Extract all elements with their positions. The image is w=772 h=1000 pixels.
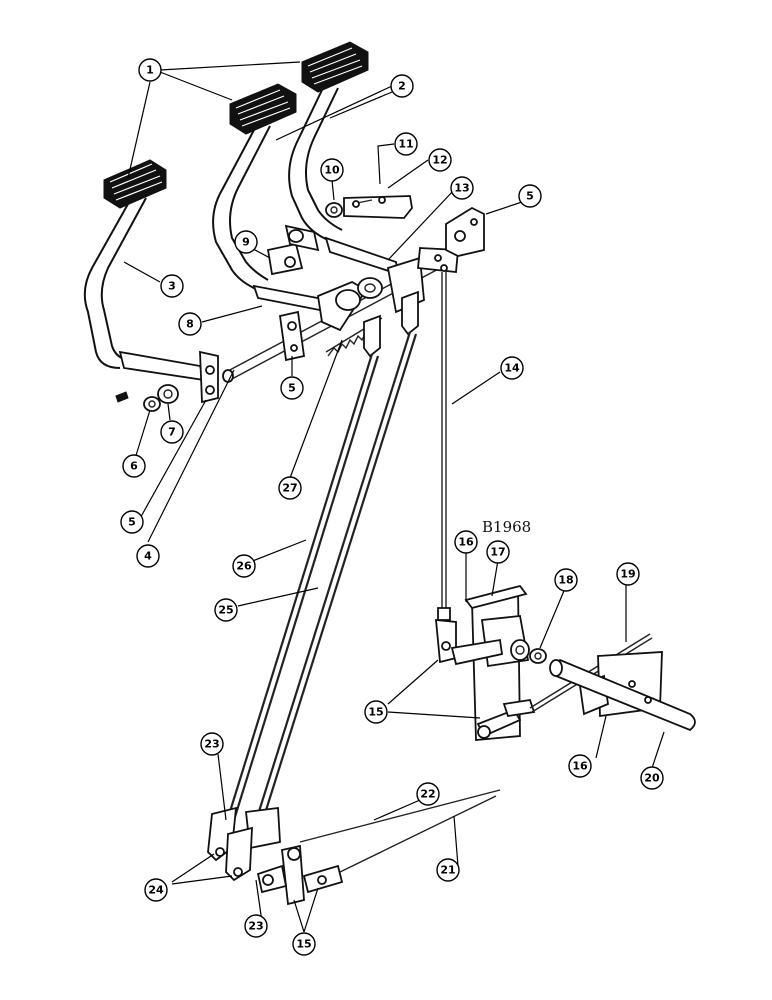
bottom-linkage xyxy=(207,789,501,906)
svg-text:9: 9 xyxy=(242,236,250,249)
svg-text:5: 5 xyxy=(526,190,534,203)
bracket-upper-right xyxy=(445,206,485,257)
svg-text:20: 20 xyxy=(644,772,660,785)
callout-22: 22 xyxy=(416,782,440,806)
callout-24: 24 xyxy=(144,878,168,902)
callout-2: 2 xyxy=(390,74,414,98)
callout-5-right: 5 xyxy=(518,184,542,208)
svg-text:5: 5 xyxy=(128,516,136,529)
svg-text:10: 10 xyxy=(324,164,340,177)
svg-text:5: 5 xyxy=(288,382,296,395)
callout-6: 6 xyxy=(122,454,146,478)
callout-7: 7 xyxy=(160,420,184,444)
callout-15-bottom: 15 xyxy=(292,932,316,956)
brake-rods xyxy=(226,331,418,843)
pedal-hub-left xyxy=(115,350,219,412)
svg-text:3: 3 xyxy=(168,280,176,293)
shaft-bracket-right xyxy=(529,633,696,732)
vertical-rod xyxy=(437,272,451,621)
svg-text:27: 27 xyxy=(282,482,297,495)
svg-text:4: 4 xyxy=(144,550,152,563)
drawing-reference: B1968 xyxy=(482,518,531,536)
callout-17: 17 xyxy=(486,540,510,564)
callout-14: 14 xyxy=(500,356,524,380)
lower-bracket-assembly xyxy=(435,584,547,741)
callout-18: 18 xyxy=(554,568,578,592)
svg-text:6: 6 xyxy=(130,460,138,473)
pedal-hub-middle xyxy=(252,281,368,362)
callout-23-upper: 23 xyxy=(200,732,224,756)
callout-20: 20 xyxy=(640,766,664,790)
pedal-pad-left xyxy=(103,159,167,209)
pedal-arm-right xyxy=(288,87,343,241)
callout-23-lower: 23 xyxy=(244,914,268,938)
callout-10: 10 xyxy=(320,158,344,182)
callout-8: 8 xyxy=(178,312,202,336)
svg-text:16: 16 xyxy=(572,760,588,773)
svg-text:15: 15 xyxy=(368,706,383,719)
callout-5-middle: 5 xyxy=(280,376,304,400)
callout-16-upper: 16 xyxy=(454,530,478,554)
callout-4: 4 xyxy=(136,544,160,568)
pedal-arm-left xyxy=(83,197,147,369)
svg-text:18: 18 xyxy=(558,574,573,587)
callout-9: 9 xyxy=(234,230,258,254)
svg-text:16: 16 xyxy=(458,536,474,549)
callout-1: 1 xyxy=(138,58,162,82)
callout-5-left: 5 xyxy=(120,510,144,534)
svg-text:23: 23 xyxy=(248,920,263,933)
svg-text:23: 23 xyxy=(204,738,219,751)
callout-27: 27 xyxy=(278,476,302,500)
pedal-hub-right xyxy=(324,236,459,314)
callout-13: 13 xyxy=(450,176,474,200)
svg-text:26: 26 xyxy=(236,560,252,573)
svg-text:17: 17 xyxy=(490,546,505,559)
pedal-pad-right xyxy=(301,41,369,93)
svg-text:2: 2 xyxy=(398,80,406,93)
pedal-pad-middle xyxy=(229,83,297,135)
callout-26: 26 xyxy=(232,554,256,578)
callout-19: 19 xyxy=(616,562,640,586)
callout-16-lower: 16 xyxy=(568,754,592,778)
upper-clevises xyxy=(363,290,419,358)
svg-text:24: 24 xyxy=(148,884,164,897)
svg-text:22: 22 xyxy=(420,788,435,801)
svg-text:11: 11 xyxy=(398,138,413,151)
svg-text:25: 25 xyxy=(218,604,233,617)
svg-text:8: 8 xyxy=(186,318,194,331)
callout-21: 21 xyxy=(436,858,460,882)
pedal-arm-middle xyxy=(212,125,271,291)
svg-text:7: 7 xyxy=(168,426,176,439)
svg-text:1: 1 xyxy=(146,64,154,77)
callout-11: 11 xyxy=(394,132,418,156)
leader-lines xyxy=(123,61,665,933)
callout-15-right: 15 xyxy=(364,700,388,724)
callout-12: 12 xyxy=(428,148,452,172)
callout-3: 3 xyxy=(160,274,184,298)
svg-text:13: 13 xyxy=(454,182,469,195)
svg-text:15: 15 xyxy=(296,938,311,951)
svg-text:21: 21 xyxy=(440,864,455,877)
svg-text:12: 12 xyxy=(432,154,447,167)
svg-text:19: 19 xyxy=(620,568,635,581)
latch-assembly xyxy=(266,195,413,276)
svg-text:14: 14 xyxy=(504,362,520,375)
callout-25: 25 xyxy=(214,598,238,622)
